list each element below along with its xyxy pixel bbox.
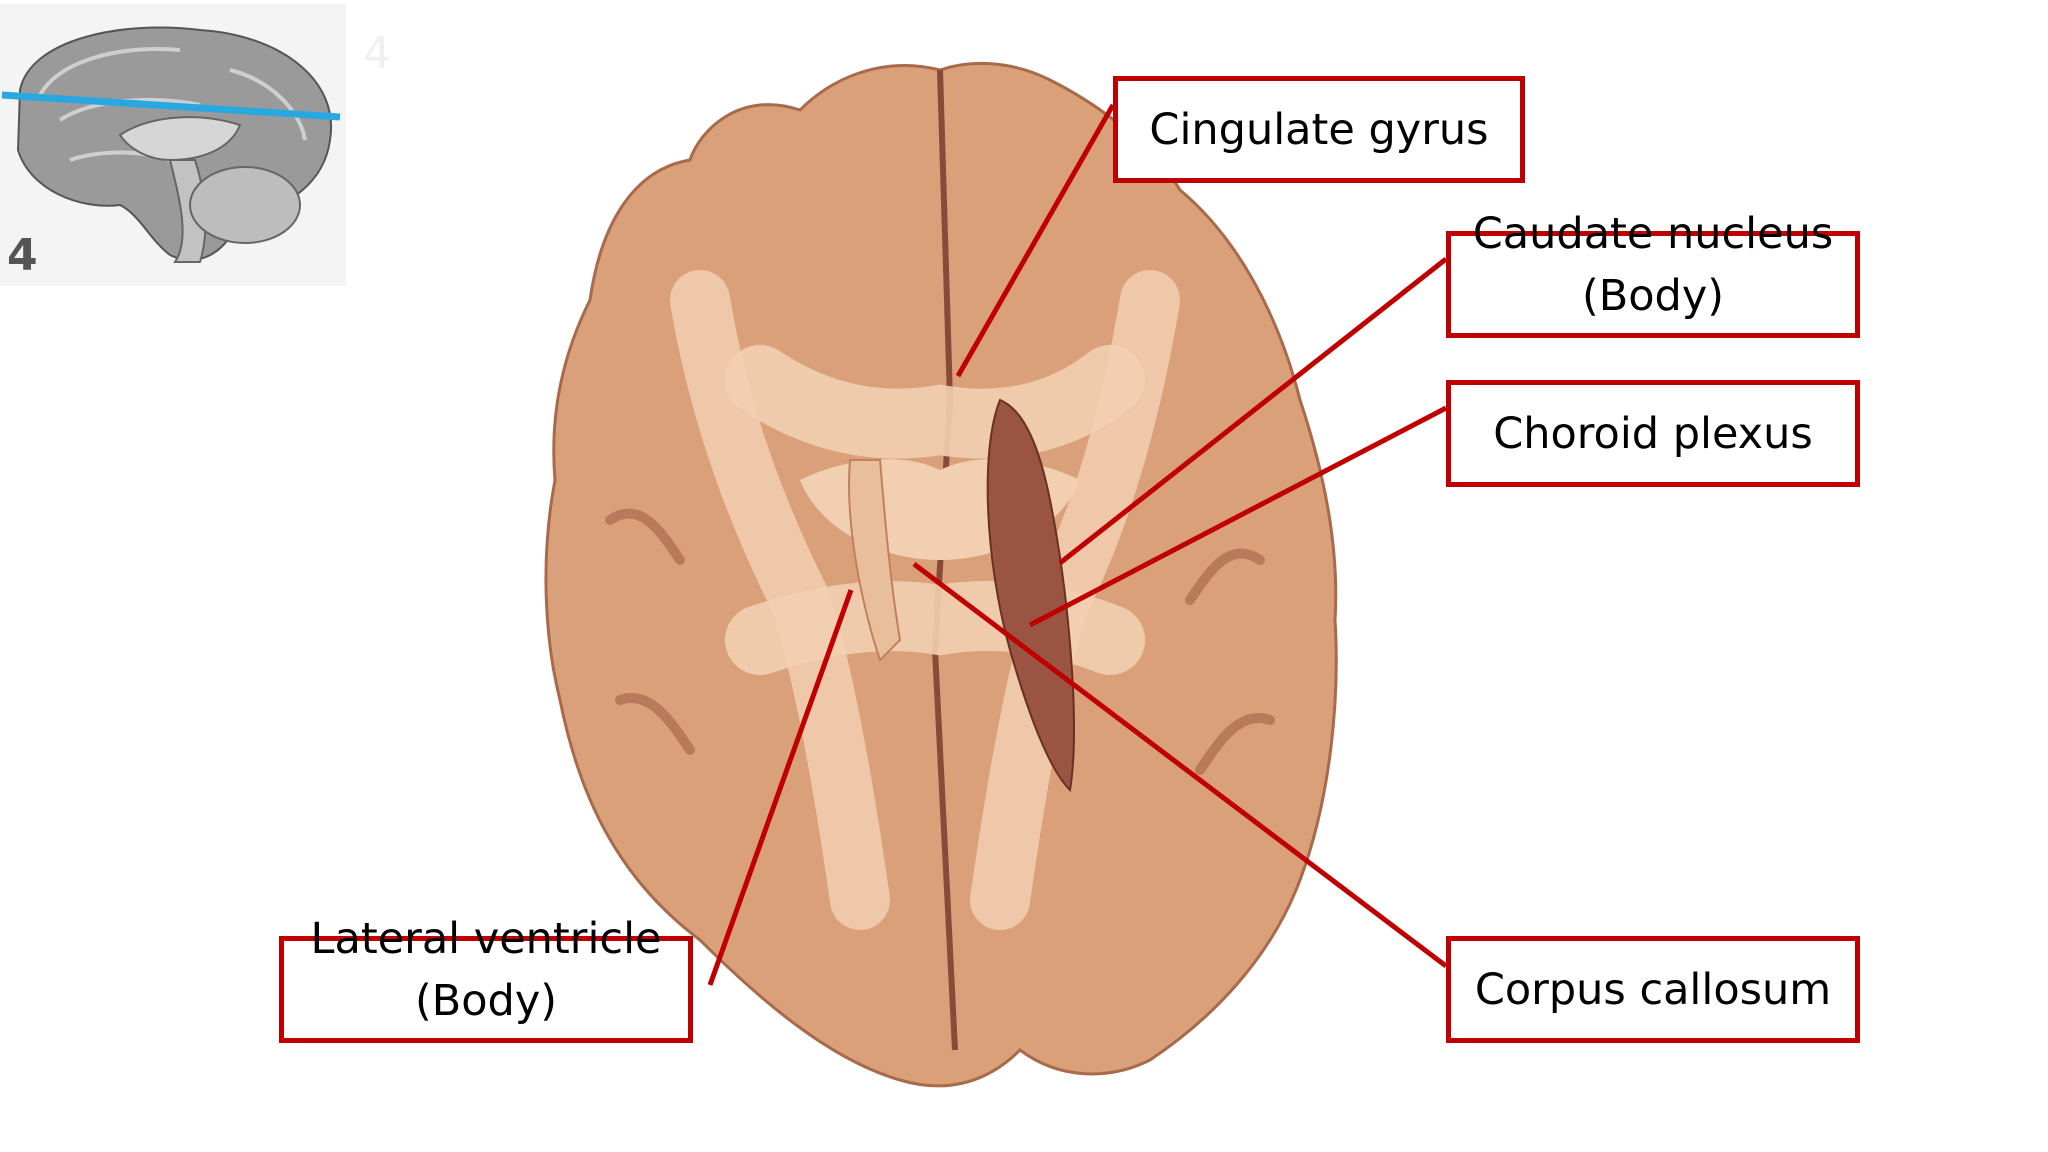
label-caudate-nucleus: Caudate nucleus (Body) [1446, 209, 1860, 338]
leader-lines [707, 103, 1448, 986]
inset-panel-number: 4 [7, 230, 38, 281]
label-lateral-ventricle-line2: (Body) [414, 975, 558, 1026]
label-lateral-ventricle-line1: Lateral ventricle [310, 913, 662, 964]
label-choroid-plexus: Choroid plexus [1446, 380, 1860, 487]
label-caudate-nucleus-line1: Caudate nucleus [1472, 208, 1834, 259]
leader-choroid-plexus [1028, 405, 1448, 628]
leader-corpus-callosum [912, 562, 1448, 968]
label-lateral-ventricle: Lateral ventricle (Body) [279, 914, 693, 1043]
label-corpus-callosum-text: Corpus callosum [1474, 964, 1832, 1015]
axial-brain-slice [544, 62, 1338, 1088]
label-cingulate-gyrus-text: Cingulate gyrus [1149, 104, 1489, 155]
inset-sagittal-brain [0, 4, 346, 286]
leader-cingulate-gyrus [955, 103, 1116, 378]
label-caudate-nucleus-line2: (Body) [1581, 270, 1725, 321]
leader-lateral-ventricle [707, 589, 854, 986]
axial-plane-line [1, 91, 341, 121]
leader-caudate-nucleus [1058, 257, 1448, 565]
inset-panel-number-faint: 4 [363, 28, 391, 79]
label-choroid-plexus-text: Choroid plexus [1493, 408, 1813, 459]
label-corpus-callosum: Corpus callosum [1446, 936, 1860, 1043]
label-cingulate-gyrus: Cingulate gyrus [1113, 76, 1525, 183]
